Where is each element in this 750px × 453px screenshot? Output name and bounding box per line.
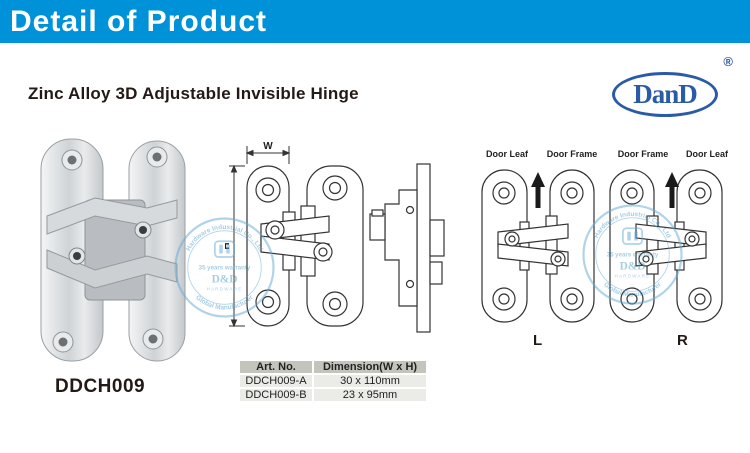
watermark-brand-text: D&D bbox=[620, 260, 646, 272]
spec-table-row: DDCH009-B 23 x 95mm bbox=[240, 389, 426, 401]
watermark-hardware-text: HARDWARE bbox=[207, 286, 243, 291]
svg-text:Global Manufacturer: Global Manufacturer bbox=[194, 294, 255, 312]
label-door-leaf-left: Door Leaf bbox=[485, 149, 529, 159]
brand-logo-oval: DanD bbox=[612, 72, 718, 117]
spec-table-header-artno: Art. No. bbox=[240, 361, 312, 373]
brand-logo: DanD ® bbox=[610, 54, 735, 120]
side-label-right: R bbox=[677, 332, 688, 349]
watermark-stamp: Hardware Industrial Co., Ltd 35 years wa… bbox=[582, 204, 683, 305]
spec-table-header-row: Art. No. Dimension(W x H) bbox=[240, 361, 426, 373]
spec-cell-dimension: 30 x 110mm bbox=[314, 375, 426, 387]
technical-drawing-side bbox=[369, 163, 445, 333]
product-name-heading: Zinc Alloy 3D Adjustable Invisible Hinge bbox=[28, 84, 359, 103]
watermark-stamp: Hardware Industrial Co., Ltd 35 years wa… bbox=[174, 217, 275, 318]
product-photo-hinge bbox=[40, 138, 186, 362]
spec-cell-artno: DDCH009-B bbox=[240, 389, 312, 401]
registered-trademark-icon: ® bbox=[723, 54, 733, 69]
installation-diagrams-drawing bbox=[481, 169, 723, 323]
watermark-hardware-text: HARDWARE bbox=[615, 273, 651, 278]
watermark-arc-bottom: Global Manufacturer bbox=[194, 294, 255, 312]
side-label-left: L bbox=[533, 332, 543, 349]
svg-text:Global Manufacturer: Global Manufacturer bbox=[602, 281, 663, 299]
spec-table: Art. No. Dimension(W x H) DDCH009-A 30 x… bbox=[238, 359, 428, 403]
brand-logo-text: DanD bbox=[633, 79, 698, 109]
label-door-leaf-right: Door Leaf bbox=[685, 149, 729, 159]
page-title: Detail of Product bbox=[10, 5, 268, 38]
spec-cell-dimension: 23 x 95mm bbox=[314, 389, 426, 401]
dimension-width-label: W bbox=[263, 141, 273, 152]
watermark-brand-text: D&D bbox=[212, 273, 238, 285]
spec-cell-artno: DDCH009-A bbox=[240, 375, 312, 387]
page-banner: Detail of Product bbox=[0, 0, 750, 43]
watermark-arc-bottom: Global Manufacturer bbox=[602, 281, 663, 299]
up-arrow-icon bbox=[531, 172, 679, 208]
spec-table-row: DDCH009-A 30 x 110mm bbox=[240, 375, 426, 387]
label-door-frame-left: Door Frame bbox=[546, 149, 598, 159]
label-door-frame-right: Door Frame bbox=[617, 149, 669, 159]
spec-table-header-dimension: Dimension(W x H) bbox=[314, 361, 426, 373]
watermark-warranty-text: 35 years warranty bbox=[199, 264, 251, 271]
watermark-warranty-text: 35 years warranty bbox=[607, 251, 659, 258]
product-code: DDCH009 bbox=[55, 376, 146, 397]
